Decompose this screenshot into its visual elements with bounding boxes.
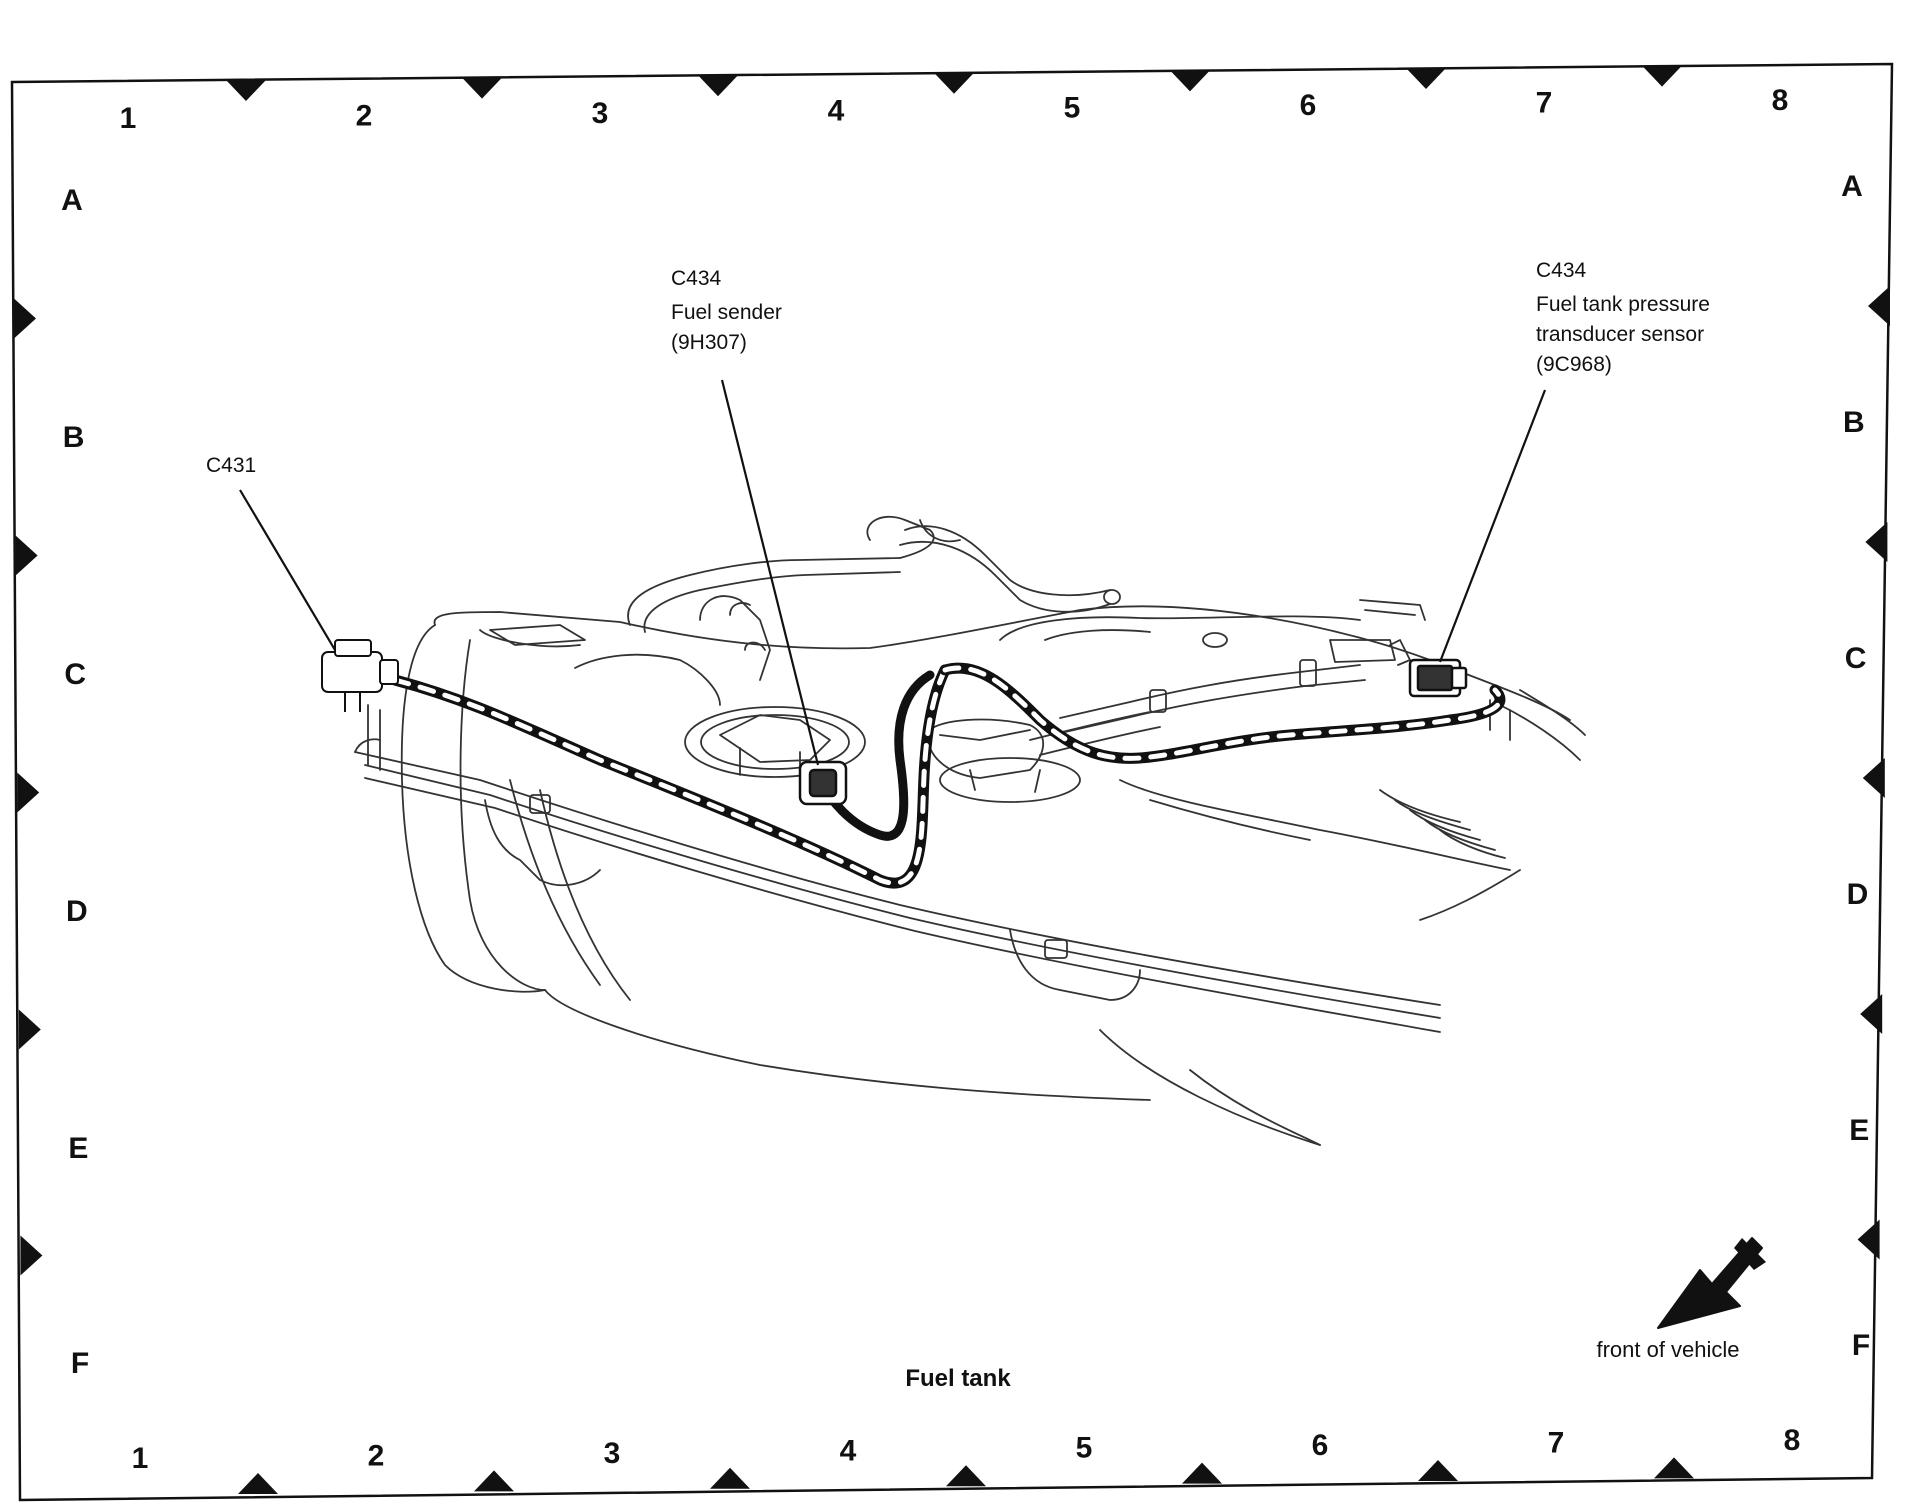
grid-column-bottom-8: 8: [1784, 1424, 1801, 1457]
grid-row-left-B: B: [63, 421, 85, 454]
callout-pressure-sensor-connector: C434: [1536, 259, 1587, 282]
grid-row-left-C: C: [64, 658, 86, 691]
fuel-tank-illustration: [354, 515, 1586, 1146]
grid-column-top-4: 4: [828, 94, 845, 127]
zone-marker-top-4: [934, 72, 974, 94]
callout-c431-line: C431: [206, 454, 256, 477]
grid-row-right-D: D: [1847, 878, 1869, 911]
zone-marker-right-1: [1868, 286, 1890, 326]
grid-column-top-3: 3: [592, 97, 609, 130]
zone-marker-bottom-5: [1182, 1462, 1222, 1484]
grid-column-top-1: 1: [120, 102, 137, 135]
fuel-line-right: [1059, 664, 1361, 719]
grid-row-right-C: C: [1845, 642, 1867, 675]
grid-row-right-E: E: [1849, 1114, 1869, 1147]
fuel-sender-flange: [684, 706, 866, 778]
grid-row-left-F: F: [71, 1347, 89, 1380]
grid-columns-top: 1 2 3 4 5 6 7 8: [120, 84, 1789, 135]
grid-rows-right: A B C D E F: [1841, 170, 1870, 1362]
grid-row-right-B: B: [1843, 406, 1865, 439]
grid-column-bottom-1: 1: [132, 1442, 149, 1475]
zone-marker-top-1: [226, 80, 266, 101]
zone-marker-right-5: [1857, 1219, 1880, 1260]
leader-fuel-sender: [720, 379, 820, 766]
callout-fuel-sender-name: Fuel sender: [671, 301, 782, 324]
zone-markers: [14, 65, 1890, 1494]
front-arrow-icon: [1657, 1237, 1766, 1329]
wiring-harness: [389, 662, 1506, 889]
callout-pressure-sensor-part: (9C968): [1536, 353, 1612, 376]
grid-column-bottom-6: 6: [1312, 1429, 1329, 1462]
grid-column-bottom-2: 2: [368, 1439, 385, 1472]
connector-c434-pressure-sensor: [1408, 658, 1468, 698]
zone-marker-left-2: [15, 535, 38, 576]
zone-marker-top-7: [1642, 65, 1682, 87]
grid-column-top-2: 2: [356, 99, 373, 132]
grid-rows-left: A B C D E F: [61, 184, 89, 1380]
zone-marker-bottom-4: [946, 1465, 986, 1487]
leader-lines: [239, 379, 1547, 766]
leader-pressure-sensor: [1438, 389, 1547, 663]
tank-outline: [433, 605, 1571, 721]
callout-c431: C431: [206, 454, 256, 477]
callout-fuel-sender-connector: C434: [671, 267, 722, 290]
grid-columns-bottom: 1 2 3 4 5 6 7 8: [132, 1424, 1801, 1475]
zone-marker-left-3: [17, 772, 40, 813]
zone-marker-left-5: [20, 1235, 43, 1276]
callout-fuel-sender-part: (9H307): [671, 331, 747, 354]
grid-column-bottom-5: 5: [1076, 1432, 1093, 1465]
front-of-vehicle-label: front of vehicle: [1596, 1337, 1739, 1362]
diagram-frame: [10, 62, 1894, 1502]
leader-c431: [239, 489, 336, 651]
callout-fuel-sender: C434 Fuel sender (9H307): [671, 267, 788, 354]
grid-column-top-8: 8: [1772, 84, 1789, 117]
grid-column-top-7: 7: [1536, 87, 1553, 120]
vent-tube-upper: [627, 557, 901, 626]
grid-column-bottom-7: 7: [1548, 1427, 1565, 1460]
callout-pressure-sensor-name-2: transducer sensor: [1536, 323, 1704, 346]
zone-marker-left-4: [18, 1009, 41, 1050]
zone-marker-bottom-1: [238, 1473, 278, 1494]
zone-marker-right-3: [1862, 758, 1885, 798]
grid-row-left-D: D: [66, 895, 88, 928]
grid-column-bottom-3: 3: [604, 1437, 621, 1470]
zone-marker-right-4: [1860, 994, 1883, 1034]
grid-row-left-A: A: [61, 184, 83, 217]
grid-row-right-A: A: [1841, 170, 1863, 203]
connector-c434-sender: [798, 760, 848, 806]
zone-marker-bottom-7: [1654, 1457, 1694, 1479]
callout-pressure-sensor-name-1: Fuel tank pressure: [1536, 293, 1710, 316]
callout-pressure-sensor: C434 Fuel tank pressure transducer senso…: [1536, 259, 1716, 376]
zone-marker-bottom-6: [1418, 1460, 1458, 1481]
tank-strap: [354, 751, 1441, 1006]
zone-marker-bottom-2: [474, 1470, 514, 1492]
zone-marker-top-5: [1170, 70, 1210, 92]
zone-marker-top-6: [1406, 68, 1446, 89]
zone-marker-right-2: [1865, 522, 1888, 562]
connector-c431: [321, 639, 399, 712]
zone-marker-left-1: [14, 298, 36, 339]
grid-column-bottom-4: 4: [840, 1434, 857, 1467]
zone-marker-top-2: [462, 77, 502, 99]
zone-marker-top-3: [698, 75, 738, 97]
grid-column-top-6: 6: [1300, 89, 1317, 122]
diagram-caption: Fuel tank: [905, 1365, 1011, 1392]
zone-marker-bottom-3: [710, 1467, 750, 1489]
tank-left-end: [400, 624, 546, 993]
grid-row-right-F: F: [1852, 1329, 1870, 1362]
grid-column-top-5: 5: [1064, 92, 1081, 125]
grid-row-left-E: E: [68, 1132, 88, 1165]
